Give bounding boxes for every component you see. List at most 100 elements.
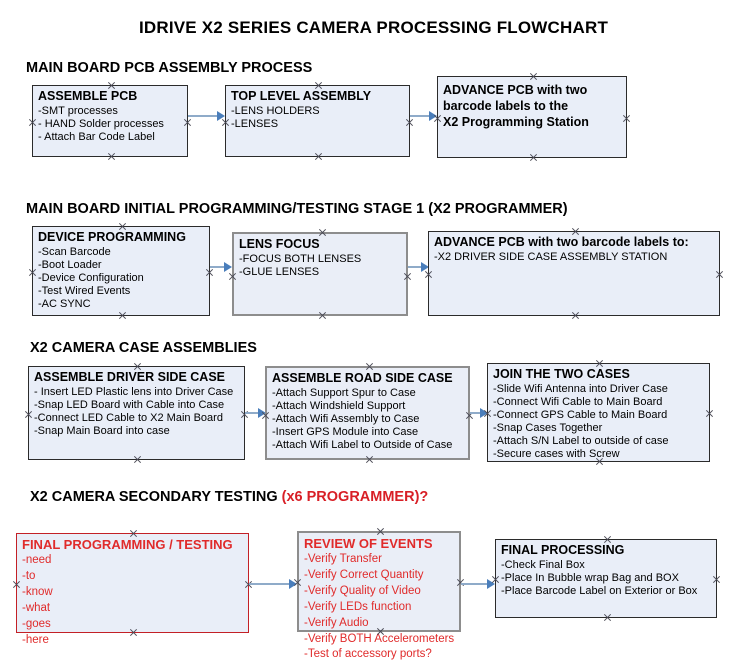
node-lens-focus[interactable]: LENS FOCUS -FOCUS BOTH LENSES -GLUE LENS… — [232, 232, 408, 316]
node-title: LENS FOCUS — [239, 237, 320, 251]
connector-line — [470, 412, 481, 414]
handle-bottom-icon[interactable] — [529, 153, 538, 162]
node-line: -Boot Loader — [38, 258, 102, 271]
node-line: -Snap Main Board into case — [34, 424, 170, 437]
connector-line — [210, 266, 225, 268]
node-line: -SMT processes — [38, 104, 118, 117]
handle-left-icon[interactable] — [293, 578, 302, 587]
connector-lens-focus-to-advance-pcb — [408, 262, 429, 272]
handle-right-icon[interactable] — [622, 114, 631, 123]
handle-right-icon[interactable] — [405, 118, 414, 127]
handle-bottom-icon[interactable] — [314, 152, 323, 161]
handle-left-icon[interactable] — [433, 114, 442, 123]
handle-left-icon[interactable] — [491, 575, 500, 584]
handle-left-icon[interactable] — [28, 268, 37, 277]
handle-left-icon[interactable] — [228, 272, 237, 281]
node-line: -Secure cases with Screw — [493, 447, 620, 460]
node-line: -Verify Quality of Video — [304, 585, 421, 598]
handle-right-icon[interactable] — [205, 268, 214, 277]
node-review-of-events[interactable]: REVIEW OF EVENTS -Verify Transfer -Verif… — [297, 531, 461, 660]
connector-final-programming-to-review-of-events — [249, 579, 297, 589]
connector-line — [408, 266, 422, 268]
node-line: -FOCUS BOTH LENSES — [239, 252, 362, 265]
handle-left-icon[interactable] — [424, 270, 433, 279]
node-final-programming-testing[interactable]: FINAL PROGRAMMING / TESTING -need -to -k… — [16, 533, 249, 646]
handle-right-icon[interactable] — [403, 272, 412, 281]
node-line: -LENS HOLDERS — [231, 104, 320, 117]
node-line: -Attach Support Spur to Case — [272, 386, 416, 399]
handle-top-icon[interactable] — [376, 527, 385, 536]
node-line: -Test Wired Events — [38, 284, 131, 297]
node-device-programming[interactable]: DEVICE PROGRAMMING -Scan Barcode -Boot L… — [32, 226, 210, 316]
node-title: DEVICE PROGRAMMING — [38, 230, 186, 244]
section-label-main-board-pcb-assembly: MAIN BOARD PCB ASSEMBLY PROCESS — [26, 60, 312, 76]
node-line: -Verify BOTH Accelerometers — [304, 632, 455, 645]
handle-right-icon[interactable] — [183, 118, 192, 127]
section-label-text: MAIN BOARD PCB ASSEMBLY PROCESS — [26, 60, 313, 76]
handle-right-icon[interactable] — [705, 409, 714, 418]
node-assemble-driver-side-case[interactable]: ASSEMBLE DRIVER SIDE CASE - Insert LED P… — [28, 366, 245, 460]
node-line: -Connect Wifi Cable to Main Board — [493, 395, 663, 408]
handle-bottom-icon[interactable] — [133, 455, 142, 464]
node-advance-pcb-to-x2-programming-station[interactable]: ADVANCE PCB with two barcode labels to t… — [437, 76, 627, 158]
node-title: ASSEMBLE DRIVER SIDE CASE — [34, 370, 226, 384]
node-assemble-pcb[interactable]: ASSEMBLE PCB -SMT processes - HAND Solde… — [32, 85, 188, 157]
connector-line — [188, 115, 218, 117]
node-line: -goes — [22, 617, 51, 630]
handle-left-icon[interactable] — [483, 409, 492, 418]
node-title: REVIEW OF EVENTS — [304, 536, 433, 551]
node-line: -what — [22, 601, 51, 614]
handle-left-icon[interactable] — [12, 580, 21, 589]
node-line: -Device Configuration — [38, 271, 144, 284]
node-title: FINAL PROCESSING — [501, 543, 625, 557]
handle-right-icon[interactable] — [456, 578, 465, 587]
node-advance-pcb-to-driver-side-case[interactable]: ADVANCE PCB with two barcode labels to: … — [428, 231, 720, 316]
section-label-main-board-initial-programming: MAIN BOARD INITIAL PROGRAMMING/TESTING S… — [26, 201, 568, 217]
node-line: -Verify Audio — [304, 616, 369, 629]
handle-bottom-icon[interactable] — [107, 152, 116, 161]
handle-left-icon[interactable] — [28, 118, 37, 127]
handle-left-icon[interactable] — [24, 410, 33, 419]
handle-right-icon[interactable] — [244, 580, 253, 589]
node-join-the-two-cases[interactable]: JOIN THE TWO CASES -Slide Wifi Antenna i… — [487, 363, 710, 462]
node-line: -need — [22, 554, 52, 567]
handle-bottom-icon[interactable] — [118, 311, 127, 320]
node-title: JOIN THE TWO CASES — [493, 367, 630, 381]
node-title: ADVANCE PCB with two barcode labels to: — [434, 235, 689, 249]
connector-line — [245, 412, 259, 414]
node-line: -here — [22, 633, 49, 646]
handle-top-icon[interactable] — [318, 228, 327, 237]
handle-right-icon[interactable] — [715, 270, 724, 279]
handle-top-icon[interactable] — [365, 362, 374, 371]
section-label-text: MAIN BOARD INITIAL PROGRAMMING/TESTING S… — [26, 201, 568, 217]
node-assemble-road-side-case[interactable]: ASSEMBLE ROAD SIDE CASE -Attach Support … — [265, 366, 470, 460]
node-final-processing[interactable]: FINAL PROCESSING -Check Final Box -Place… — [495, 539, 717, 618]
node-top-level-assembly[interactable]: TOP LEVEL ASSEMBLY -LENS HOLDERS -LENSES — [225, 85, 410, 157]
handle-right-icon[interactable] — [712, 575, 721, 584]
handle-bottom-icon[interactable] — [603, 613, 612, 622]
node-line: -Snap Cases Together — [493, 421, 603, 434]
handle-right-icon[interactable] — [465, 411, 474, 420]
handle-bottom-icon[interactable] — [365, 455, 374, 464]
handle-bottom-icon[interactable] — [571, 311, 580, 320]
connector-assemble-pcb-to-top-level-assembly — [188, 111, 225, 121]
handle-top-icon[interactable] — [529, 72, 538, 81]
handle-left-icon[interactable] — [221, 118, 230, 127]
section-label-x2-camera-secondary-testing: X2 CAMERA SECONDARY TESTING (x6 PROGRAMM… — [30, 489, 428, 505]
connector-line — [249, 583, 290, 585]
node-line: -AC SYNC — [38, 297, 91, 310]
node-line: - Attach Bar Code Label — [38, 130, 155, 143]
node-line: -LENSES — [231, 117, 279, 130]
node-line: -Attach Wifi Label to Outside of Case — [272, 438, 453, 451]
connector-line — [410, 115, 430, 117]
handle-bottom-icon[interactable] — [318, 311, 327, 320]
handle-right-icon[interactable] — [240, 410, 249, 419]
node-title: TOP LEVEL ASSEMBLY — [231, 89, 372, 103]
section-label-text: X2 CAMERA SECONDARY TESTING — [30, 489, 282, 505]
node-line: -Snap LED Board with Cable into Case — [34, 398, 225, 411]
arrowhead-icon — [217, 111, 225, 121]
node-title: ASSEMBLE PCB — [38, 89, 138, 103]
handle-left-icon[interactable] — [261, 411, 270, 420]
arrowhead-icon — [289, 579, 297, 589]
